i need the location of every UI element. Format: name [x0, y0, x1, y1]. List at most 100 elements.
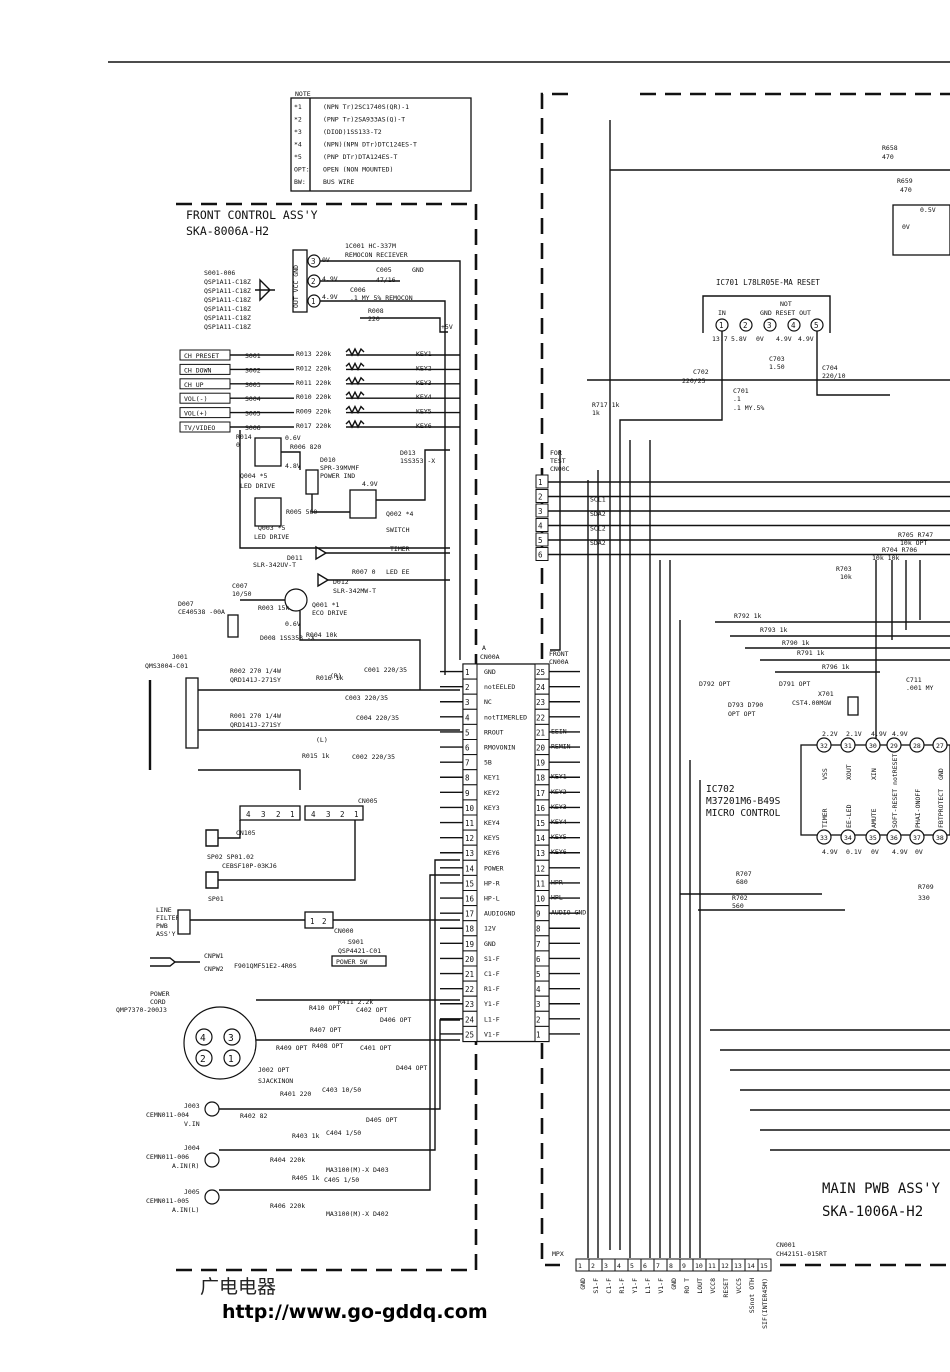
svg-text:.001 MY: .001 MY — [906, 684, 933, 692]
svg-text:R405 1k: R405 1k — [292, 1174, 319, 1182]
cn00a-pin-left: 7 — [465, 759, 470, 768]
ic702-pin-label: XOUT — [845, 764, 853, 780]
cn00a-pin-right: 15 — [536, 819, 545, 828]
svg-text:CN000: CN000 — [334, 927, 354, 935]
note-mark: *5 — [294, 153, 302, 161]
ic702-pin-label: PHAI-ONOFF — [914, 789, 922, 828]
switch-label: S004 — [245, 395, 261, 403]
svg-text:C404 1/50: C404 1/50 — [326, 1129, 361, 1137]
svg-text:C402 OPT: C402 OPT — [356, 1006, 387, 1014]
ic702-pin — [840, 829, 856, 845]
ic702-pin-voltage: 4.9V — [892, 730, 908, 738]
svg-text:C711: C711 — [906, 676, 922, 684]
cn001-pin-label: S1-F — [592, 1278, 600, 1294]
svg-text:CH42151-015RT: CH42151-015RT — [776, 1250, 827, 1258]
cn00a-signal: S1-F — [484, 955, 500, 963]
svg-text:4: 4 — [311, 810, 316, 819]
note-mark: *1 — [294, 103, 302, 111]
svg-text:R796 1k: R796 1k — [822, 663, 849, 671]
svg-text:C001 220/35: C001 220/35 — [364, 666, 407, 674]
svg-text:D406 OPT: D406 OPT — [380, 1016, 411, 1024]
svg-text:R404 220k: R404 220k — [270, 1156, 305, 1164]
svg-text:R791 1k: R791 1k — [797, 649, 824, 657]
ic702-pin-label: AMUTE — [870, 808, 878, 828]
resistor-symbol — [345, 347, 365, 357]
svg-text:CEMN011-006: CEMN011-006 — [146, 1153, 189, 1161]
test-pin: 1 — [538, 478, 543, 487]
ic702-pin-number: 38 — [936, 834, 944, 842]
svg-text:R408 OPT: R408 OPT — [312, 1042, 343, 1050]
svg-text:QSP4421-C01: QSP4421-C01 — [338, 947, 381, 955]
cn001-pin-label: RO T — [683, 1278, 691, 1294]
cn001-pin-label: V1-F — [657, 1278, 665, 1294]
cn00a-pin-right: 13 — [536, 849, 545, 858]
ic702-pin-number: 36 — [890, 834, 898, 842]
cn00a-signal: RROUT — [484, 728, 504, 736]
note-text: OPEN (NON MOUNTED) — [323, 166, 393, 174]
switch-resistor: R013 220k — [296, 350, 331, 358]
ic702-pin-label: FBTPROTECT — [937, 789, 945, 828]
svg-text:R410 OPT: R410 OPT — [309, 1004, 340, 1012]
svg-text:QRD141J-271SY: QRD141J-271SY — [230, 676, 281, 684]
svg-text:MA3100(M)-X D403: MA3100(M)-X D403 — [326, 1166, 389, 1174]
switch-label: S006 — [245, 424, 261, 432]
svg-text:POWER: POWER — [150, 990, 170, 998]
svg-text:GND: GND — [412, 266, 424, 274]
cn00a-pin-left: 15 — [465, 879, 474, 888]
svg-text:220/25: 220/25 — [682, 377, 706, 385]
cn00a-signal: KEY1 — [484, 774, 500, 782]
test-pin: 4 — [538, 522, 543, 531]
svg-text:47/16: 47/16 — [376, 276, 396, 284]
svg-text:R709: R709 — [918, 883, 934, 891]
svg-text:R015 1k: R015 1k — [302, 752, 329, 760]
svg-text:OPT OPT: OPT OPT — [728, 710, 755, 718]
footer-url[interactable]: http://www.go-gddq.com — [222, 1301, 488, 1323]
svg-text:4.9V: 4.9V — [362, 480, 378, 488]
svg-text:R409 OPT: R409 OPT — [276, 1044, 307, 1052]
svg-text:R016 1k: R016 1k — [316, 674, 343, 682]
svg-text:POWER SW: POWER SW — [336, 958, 367, 966]
cn00a-pin-right: 23 — [536, 698, 545, 707]
svg-text:2: 2 — [311, 277, 316, 286]
front-control-model: SKA-8006A-H2 — [186, 224, 269, 238]
svg-text:R790 1k: R790 1k — [782, 639, 809, 647]
bus-lines — [550, 440, 950, 1258]
cn00a-pin-right: 5 — [536, 970, 541, 979]
cn00a-signal: L1-F — [484, 1015, 500, 1023]
svg-text:R792 1k: R792 1k — [734, 612, 761, 620]
svg-text:R717 1k: R717 1k — [592, 401, 619, 409]
switch-label: S002 — [245, 366, 261, 374]
svg-text:MICRO CONTROL: MICRO CONTROL — [706, 808, 781, 819]
cn00a-pin-left: 24 — [465, 1015, 475, 1024]
svg-text:0V: 0V — [756, 335, 764, 343]
svg-text:R005 560: R005 560 — [286, 508, 317, 516]
cn00a-signal: KEY5 — [484, 834, 500, 842]
cn00a-pin-right: 6 — [536, 955, 541, 964]
svg-text:1: 1 — [310, 917, 315, 926]
svg-text:R702: R702 — [732, 894, 748, 902]
svg-text:X701: X701 — [818, 690, 834, 698]
cn00a-pin-right: 7 — [536, 940, 541, 949]
cn00a-signal: HP-R — [484, 879, 500, 887]
switch-code: QSP1A11-C18Z — [204, 278, 251, 286]
key-label: KEY2 — [416, 364, 432, 372]
cn00a-signal: Y1-F — [484, 1000, 500, 1008]
svg-text:QRD141J-271SY: QRD141J-271SY — [230, 721, 281, 729]
cn00a-pin-right: 19 — [536, 759, 545, 768]
switch-codes: S001-006QSP1A11-C18ZQSP1A11-C18ZQSP1A11-… — [204, 269, 251, 331]
ic702-pin-label: SOFT-RESET notRESET — [891, 754, 899, 828]
cn001-pin-label: GND — [579, 1278, 587, 1290]
svg-text:Q002 *4: Q002 *4 — [386, 510, 413, 518]
svg-text:2: 2 — [276, 810, 281, 819]
svg-text:0V: 0V — [902, 223, 910, 231]
svg-text:10/50: 10/50 — [232, 590, 252, 598]
cn00a-pin-right: 12 — [536, 864, 545, 873]
note-mark: *3 — [294, 128, 302, 136]
cn001-pin-number: 6 — [643, 1262, 647, 1270]
svg-text:220/10: 220/10 — [822, 372, 846, 380]
ic702-pin-number: 37 — [913, 834, 921, 842]
switch-label: S001 — [245, 352, 261, 360]
